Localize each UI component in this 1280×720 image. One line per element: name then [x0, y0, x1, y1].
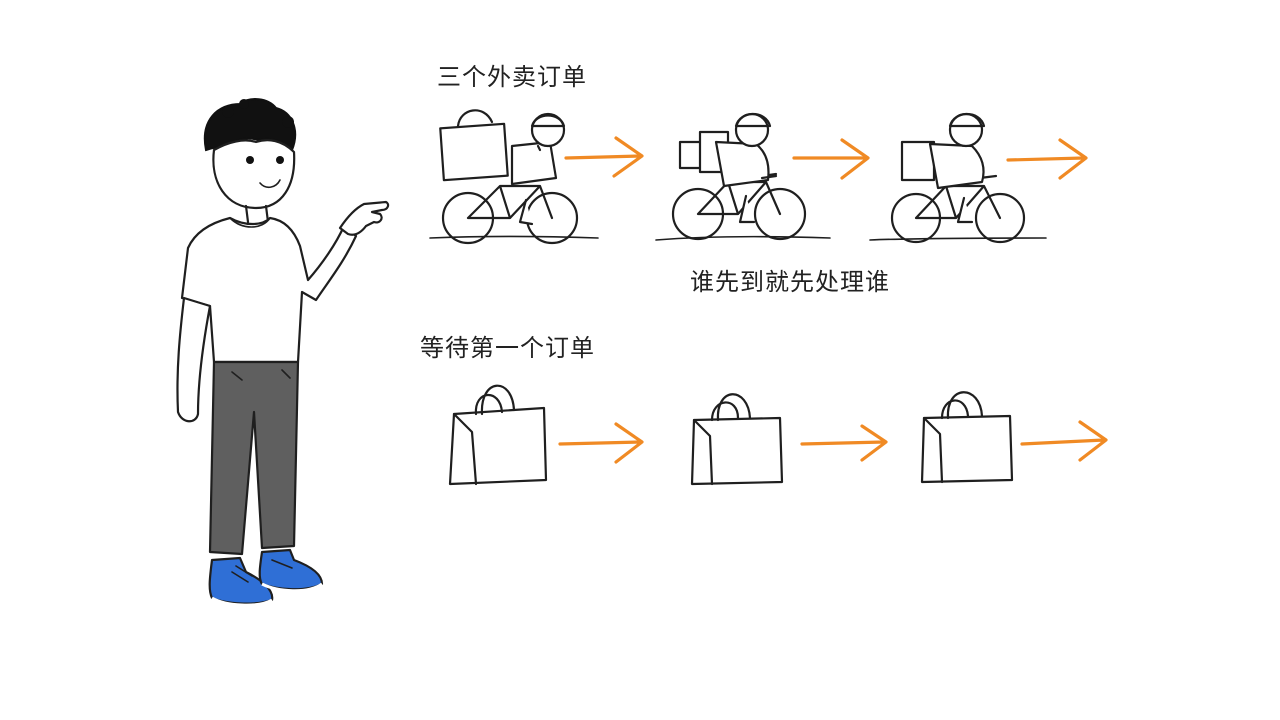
person-pants [208, 360, 300, 556]
arrow-right-icon-3 [1006, 138, 1088, 180]
wait-first-order-label: 等待第一个订单 [420, 334, 595, 362]
person-pointing-icon [176, 98, 390, 607]
delivery-rider-icon-2 [655, 112, 831, 241]
person-shirt [180, 216, 358, 364]
three-orders-label: 三个外卖订单 [437, 63, 587, 91]
arrow-right-icon-2 [792, 138, 870, 180]
arrow-right-icon-6 [1020, 420, 1108, 462]
person-face [212, 139, 296, 210]
arrow-right-icon-4 [558, 422, 644, 464]
delivery-rider-icon-1 [429, 109, 599, 245]
shopping-bag-icon-3 [920, 391, 1014, 484]
shopping-bag-icon-1 [448, 384, 548, 486]
first-come-first-served-label: 谁先到就先处理谁 [690, 268, 890, 296]
shopping-bag-icon-2 [690, 393, 784, 486]
person-shoe-left [208, 556, 274, 605]
person-shoe-right [258, 548, 324, 591]
delivery-rider-icon-3 [869, 112, 1047, 244]
arrow-right-icon-1 [564, 136, 644, 178]
arrow-right-icon-5 [800, 424, 888, 462]
